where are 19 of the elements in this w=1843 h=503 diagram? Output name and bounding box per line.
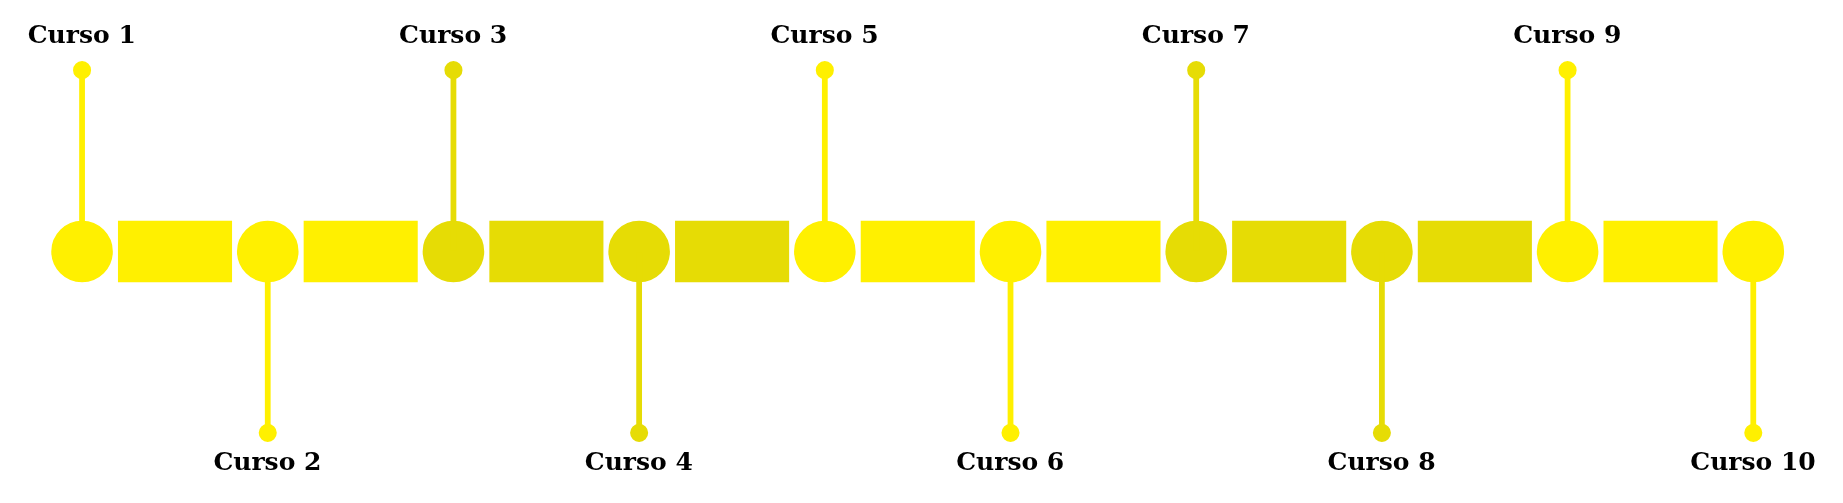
- node-text: Curso 3: [398, 20, 507, 50]
- node-text: Curso 1: [27, 20, 136, 50]
- node-text: Curso 6: [955, 447, 1064, 477]
- node-text: Curso 8: [1327, 447, 1436, 477]
- connector: [1417, 220, 1532, 283]
- connector: [674, 220, 789, 283]
- node-text: Curso 7: [1141, 20, 1250, 50]
- connector: [303, 220, 418, 283]
- connector: [1603, 220, 1718, 283]
- connector: [117, 220, 232, 283]
- node-text: Curso 9: [1512, 20, 1621, 50]
- connector: [488, 220, 603, 283]
- node-text: Curso 4: [584, 447, 693, 477]
- node-text: Curso 2: [212, 447, 321, 477]
- connector: [1045, 220, 1160, 283]
- connector: [1231, 220, 1346, 283]
- node-text: Curso 10: [1689, 447, 1816, 477]
- connector: [860, 220, 975, 283]
- node-text: Curso 5: [769, 20, 879, 50]
